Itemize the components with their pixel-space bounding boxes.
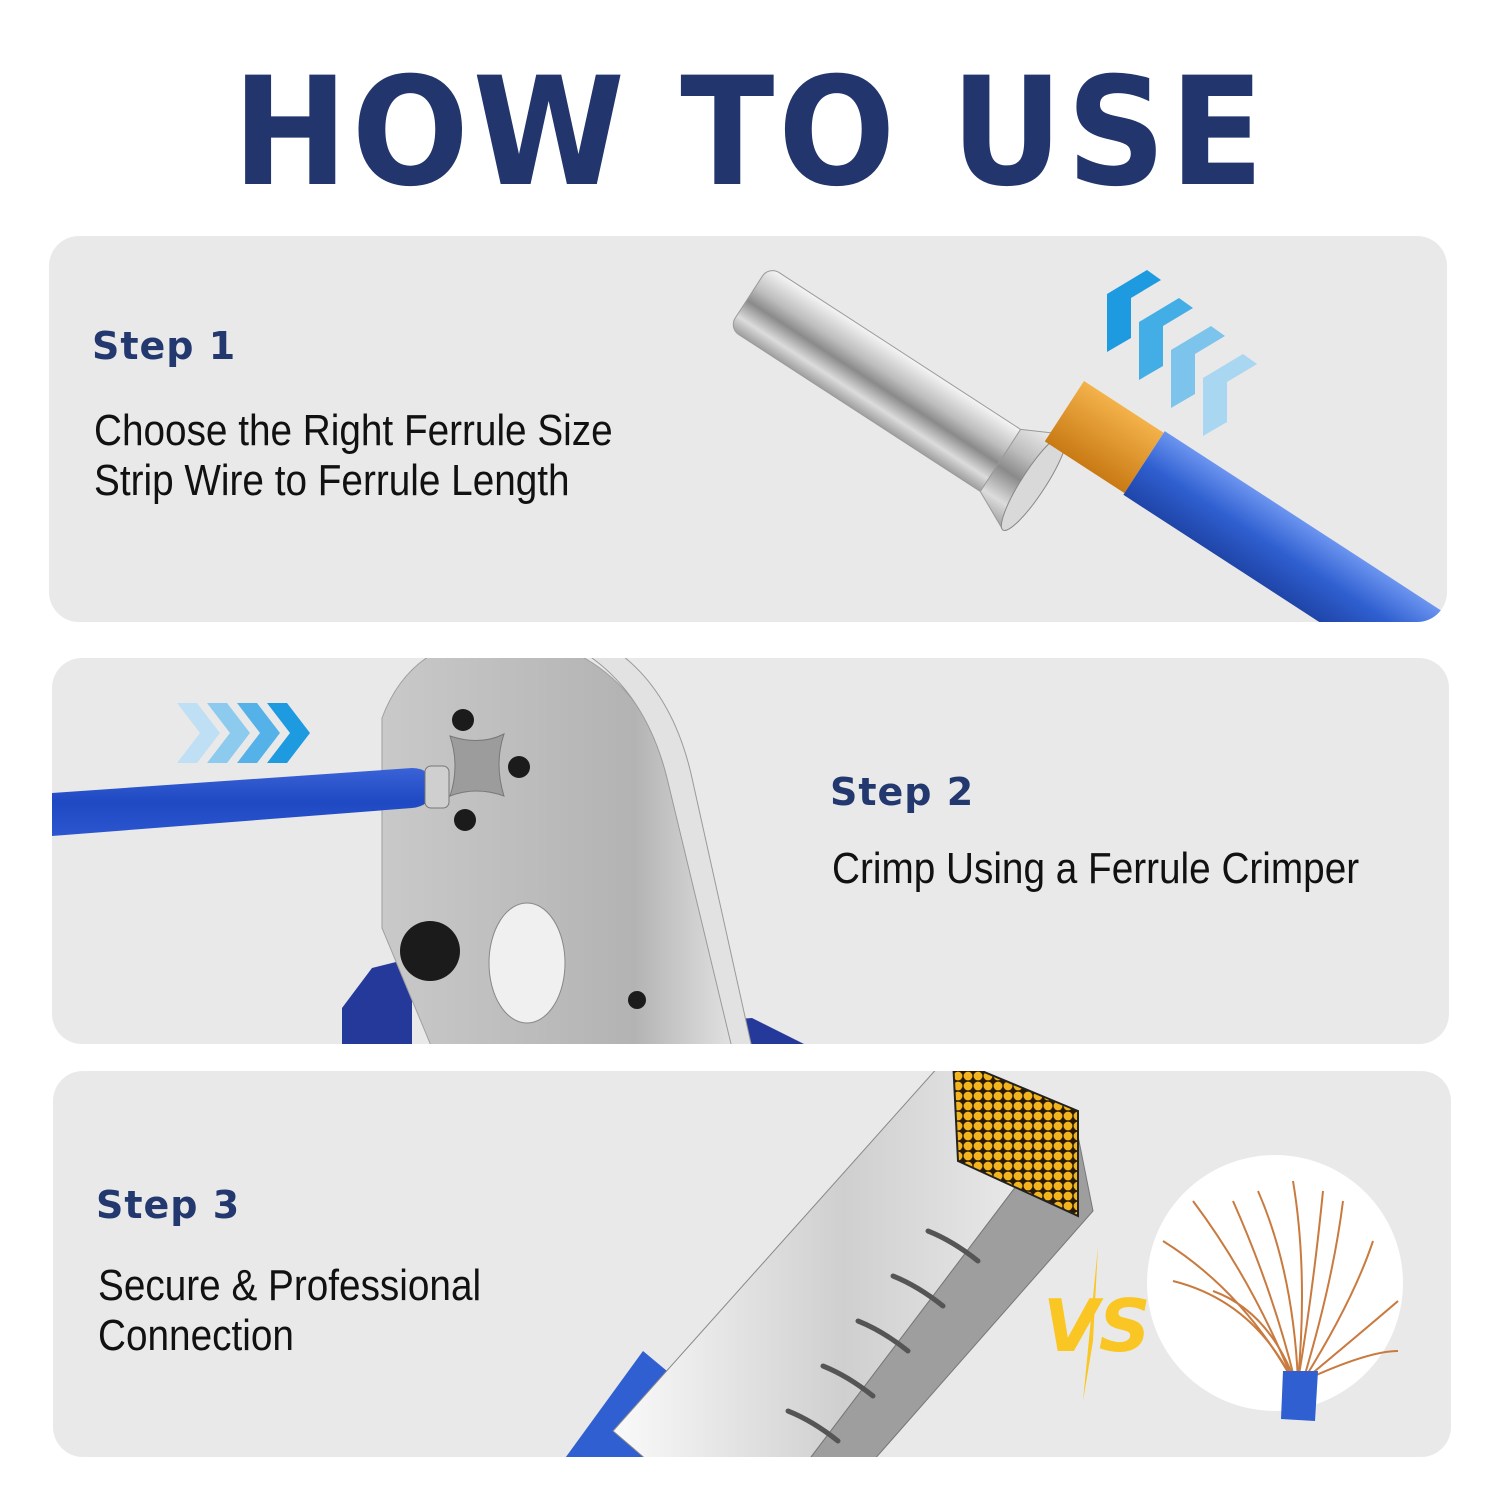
direction-arrows-icon [177,703,310,763]
step-3-panel: Step 3 Secure & Professional Connection [53,1071,1451,1457]
step-3-line-2: Connection [98,1311,294,1360]
wire-icon [52,768,432,836]
step-1-line-1: Choose the Right Ferrule Size [94,406,613,455]
crimper-illustration [52,658,804,1044]
step-1-panel: Step 1 Choose the Right Ferrule Size Str… [49,236,1447,622]
step-2-panel: Step 2 Crimp Using a Ferrule Crimper [52,658,1449,1044]
pin-icon [452,709,474,731]
page-title: HOW TO USE [232,46,1268,220]
crimped-ferrule-icon [612,1071,1094,1457]
ferrule-and-wire-illustration [732,270,1447,622]
ferrule-icon [732,270,1068,531]
step-1-label: Step 1 [92,324,237,368]
result-comparison-illustration: VS [565,1071,1403,1457]
step-2-label: Step 2 [830,770,975,814]
vs-badge-icon: VS [1043,1246,1151,1401]
step-2-line-1: Crimp Using a Ferrule Crimper [832,844,1360,893]
step-1-line-2: Strip Wire to Ferrule Length [94,456,570,505]
frayed-wire-icon [1147,1155,1403,1421]
svg-text:VS: VS [1043,1284,1151,1368]
step-3-line-1: Secure & Professional [98,1261,482,1310]
stripped-wire-icon [1044,381,1447,622]
insert-arrows-icon [1107,270,1257,436]
step-3-label: Step 3 [96,1183,241,1227]
